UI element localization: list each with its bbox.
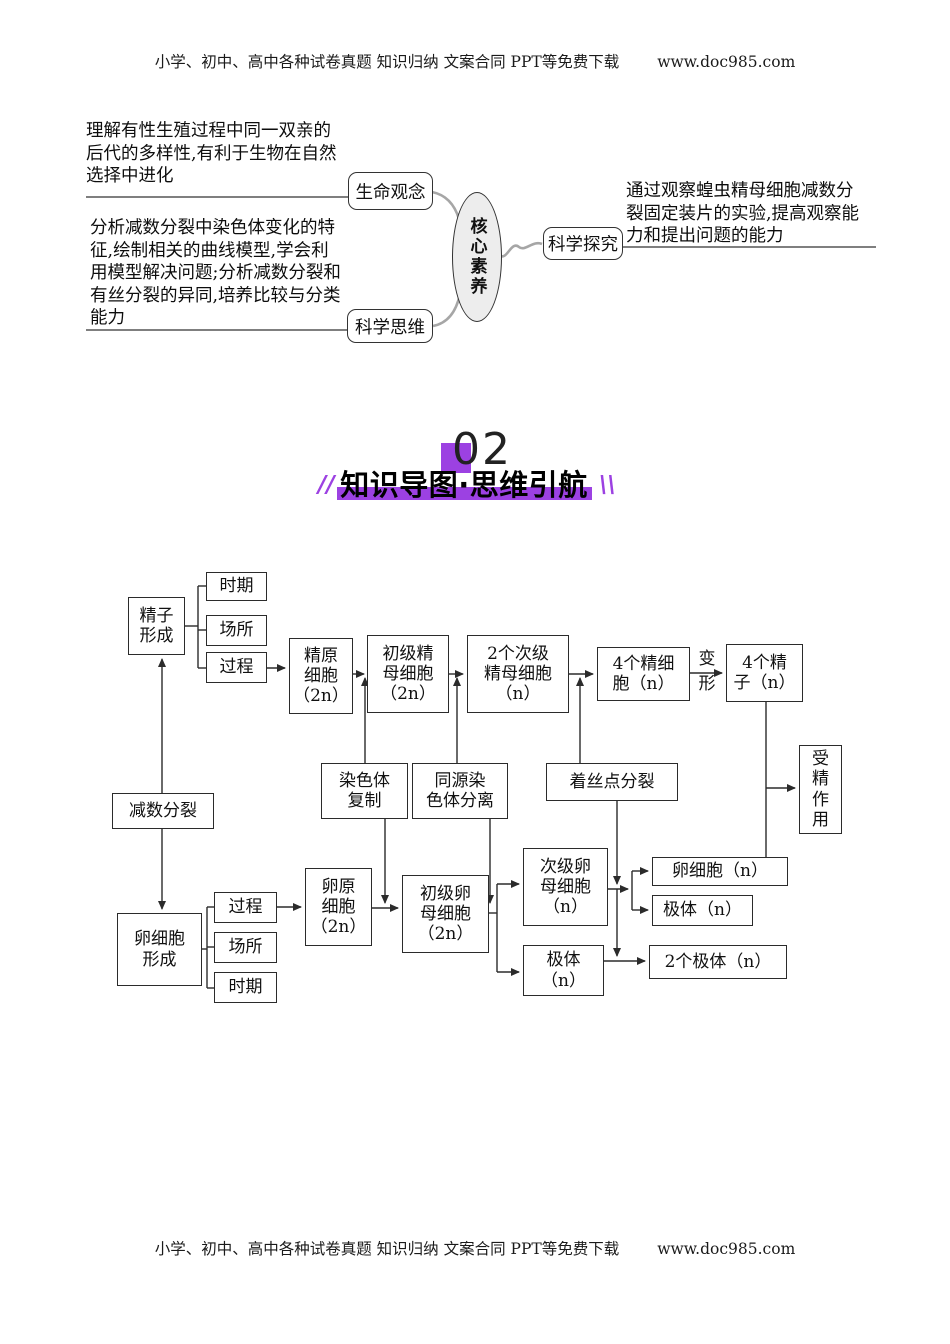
header-text: 小学、初中、高中各种试卷真题 知识归纳 文案合同 PPT等免费下载: [154, 53, 620, 71]
description-scientific-inquiry: 通过观察蝗虫精母细胞减数分 裂固定装片的实验,提高观察能 力和提出问题的能力: [626, 181, 860, 247]
node-process-bottom: 过程: [214, 892, 277, 923]
decor-slashes-right: \\: [599, 472, 616, 498]
curve-center-to-scientific-inquiry: [498, 241, 543, 258]
node-scientific-inquiry: 科学探究: [543, 227, 623, 260]
banner-accent-bar: [337, 487, 592, 500]
footer-text: 小学、初中、高中各种试卷真题 知识归纳 文案合同 PPT等免费下载: [154, 1240, 620, 1258]
section-number: 02: [452, 424, 512, 475]
split-primary-oocyte: [489, 880, 520, 976]
node-site-bottom: 场所: [214, 932, 277, 963]
curve-life-concept-to-center: [431, 190, 461, 220]
label-deformation: 变 形: [698, 648, 716, 695]
mindmap-branch-lines: [86, 196, 876, 331]
split-secondary-oocyte: [608, 867, 649, 914]
node-scientific-inquiry-label: 科学探究: [548, 235, 618, 255]
node-primary-oocyte: 初级卵 母细胞 （2n）: [402, 875, 489, 953]
node-life-concept: 生命观念: [348, 172, 433, 210]
node-centromere-division: 着丝点分裂: [546, 763, 678, 801]
node-secondary-oocyte: 次级卵 母细胞 （n）: [523, 848, 608, 926]
node-scientific-thinking: 科学思维: [347, 309, 433, 343]
accent-square: [441, 443, 471, 473]
bracket-sperm-formation: [185, 585, 206, 669]
header-url: www.doc985.com: [657, 53, 796, 71]
node-process-top: 过程: [206, 652, 267, 683]
node-polar-body-first: 极体 （n）: [523, 945, 604, 996]
flowchart-connectors: [158, 585, 796, 989]
node-egg-cell: 卵细胞（n）: [652, 857, 788, 886]
node-period-top: 时期: [206, 572, 267, 601]
footer-url: www.doc985.com: [657, 1240, 796, 1258]
node-two-polar-bodies: 2个极体（n）: [649, 945, 787, 979]
node-oogonium: 卵原 细胞 （2n）: [305, 868, 372, 946]
description-life-concept: 理解有性生殖过程中同一双亲的 后代的多样性,有利于生物在自然 选择中进化: [86, 121, 337, 187]
node-fertilization: 受 精 作 用: [799, 745, 842, 834]
node-spermatogonium: 精原 细胞 （2n）: [289, 638, 353, 714]
curve-scientific-thinking-to-center: [432, 293, 462, 328]
node-polar-body-second: 极体（n）: [652, 895, 753, 926]
node-sperm-formation: 精子 形成: [128, 597, 185, 655]
node-egg-formation: 卵细胞 形成: [117, 913, 202, 986]
decor-slashes-left: //: [318, 472, 335, 498]
node-chromosome-replication: 染色体 复制: [321, 763, 408, 819]
node-core-competency: 核心素养: [452, 192, 502, 322]
node-scientific-thinking-label: 科学思维: [355, 317, 425, 338]
bracket-egg-formation: [202, 906, 214, 989]
node-period-bottom: 时期: [214, 972, 277, 1003]
page-header: 小学、初中、高中各种试卷真题 知识归纳 文案合同 PPT等免费下载 www.doc…: [0, 50, 950, 72]
node-meiosis: 减数分裂: [112, 793, 214, 829]
page-footer: 小学、初中、高中各种试卷真题 知识归纳 文案合同 PPT等免费下载 www.doc…: [0, 1237, 950, 1259]
node-primary-spermatocyte: 初级精 母细胞 （2n）: [367, 635, 449, 713]
node-secondary-spermatocytes: 2个次级 精母细胞 （n）: [467, 635, 569, 713]
node-core-competency-label: 核心素养: [466, 217, 487, 297]
node-spermatids: 4个精细 胞（n）: [597, 647, 690, 701]
section-title: 知识导图·思维引航: [340, 468, 588, 502]
node-homolog-separation: 同源染 色体分离: [412, 763, 508, 819]
node-sperms: 4个精 子（n）: [726, 644, 803, 702]
node-site-top: 场所: [206, 615, 267, 646]
node-life-concept-label: 生命观念: [355, 182, 426, 203]
description-scientific-thinking: 分析减数分裂中染色体变化的特 征,绘制相关的曲线模型,学会利 用模型解决问题;分…: [90, 218, 341, 329]
